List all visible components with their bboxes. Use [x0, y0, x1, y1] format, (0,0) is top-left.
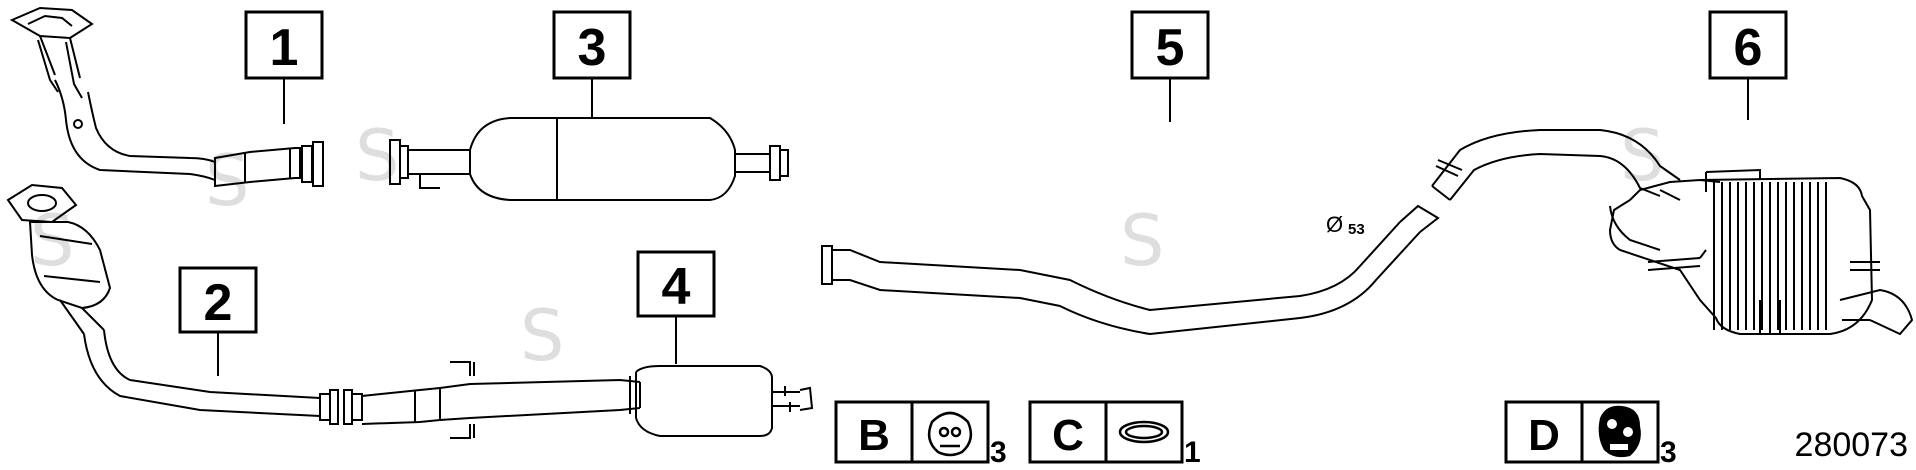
- svg-text:S: S: [1620, 115, 1664, 197]
- mounting-block-icon: [1598, 405, 1641, 458]
- legend-key-c-letter: C: [1052, 411, 1084, 460]
- pipe-diameter-annotation: Ø 53: [1326, 212, 1365, 238]
- legend-key-b-letter: B: [858, 411, 890, 460]
- part-number-3[interactable]: 3: [552, 10, 632, 118]
- legend-key-d-letter: D: [1528, 411, 1560, 460]
- middle-silencer-part[interactable]: [629, 365, 814, 437]
- legend-key-d[interactable]: D 3: [1504, 400, 1677, 469]
- intermediate-silencer-part[interactable]: [389, 117, 789, 201]
- part-number-4-label: 4: [662, 258, 691, 316]
- watermark: S S S S S S: [30, 115, 1664, 377]
- svg-text:S: S: [520, 295, 564, 377]
- part-number-6-label: 6: [1734, 19, 1763, 77]
- legend-key-c[interactable]: C 1: [1028, 400, 1201, 469]
- gasket-ring-icon: [1118, 420, 1170, 444]
- legend-key-b[interactable]: B 3: [834, 400, 1007, 469]
- legend-key-b-qty: 3: [990, 436, 1007, 469]
- diameter-value: 53: [1348, 221, 1365, 238]
- front-pipe-part[interactable]: [9, 6, 324, 188]
- diameter-symbol: Ø: [1326, 212, 1343, 237]
- part-number-5-label: 5: [1156, 19, 1185, 77]
- part-number-2-label: 2: [204, 274, 233, 332]
- diagram-reference-number: 280073: [1795, 426, 1908, 464]
- part-number-3-label: 3: [578, 19, 607, 77]
- rear-silencer-part[interactable]: [1608, 168, 1914, 336]
- svg-text:S: S: [1120, 200, 1164, 282]
- rubber-hanger-icon: [927, 411, 973, 457]
- part-number-6[interactable]: 6: [1708, 10, 1788, 120]
- part-number-4[interactable]: 4: [636, 250, 716, 364]
- catalytic-converter-part[interactable]: [6, 183, 641, 439]
- legend-key-c-qty: 1: [1184, 436, 1201, 469]
- part-number-1-label: 1: [270, 19, 299, 77]
- part-number-2[interactable]: 2: [178, 266, 258, 376]
- tail-pipe-part[interactable]: [821, 129, 1681, 336]
- part-number-1[interactable]: 1: [244, 10, 324, 124]
- part-number-5[interactable]: 5: [1130, 10, 1210, 122]
- legend-key-d-qty: 3: [1660, 436, 1677, 469]
